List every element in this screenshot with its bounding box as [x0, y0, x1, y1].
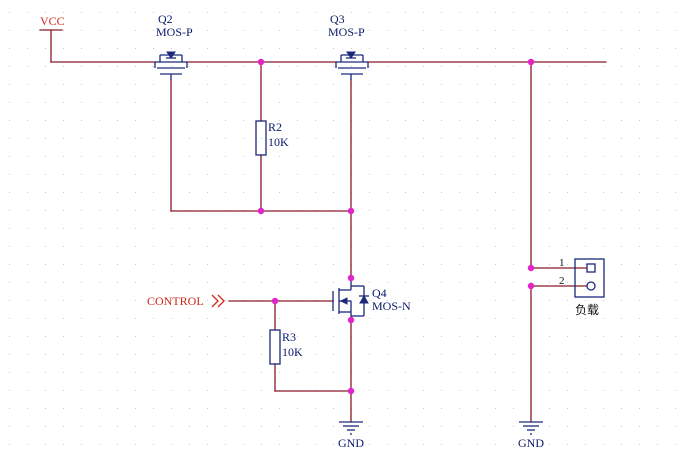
r3-value: 10K: [282, 345, 303, 359]
r2-resistor-symbol: R2 10K: [255, 120, 289, 156]
control-net-port: CONTROL: [147, 294, 225, 308]
q4-body-arrow: [339, 297, 348, 305]
load-connector-symbol: 1 2 负载: [559, 257, 605, 317]
junction-dot: [347, 207, 355, 215]
load-connector-body: [574, 258, 605, 298]
load-label: 负载: [575, 303, 599, 317]
control-port-chevron-2: [217, 294, 225, 308]
q2-pmos-symbol: Q2 MOS-P: [154, 12, 193, 80]
control-port-chevron-1: [211, 294, 219, 308]
q4-value: MOS-N: [372, 299, 411, 313]
junction-dot: [527, 282, 535, 290]
r2-ref: R2: [268, 120, 282, 134]
r2-body: [255, 120, 267, 156]
r2-value: 10K: [268, 135, 289, 149]
control-label: CONTROL: [147, 294, 204, 308]
q4-diode-arrow: [359, 294, 369, 304]
r3-body: [269, 329, 281, 365]
q3-pmos-symbol: Q3 MOS-P: [328, 12, 369, 80]
junction-dot: [527, 264, 535, 272]
q3-value: MOS-P: [328, 25, 365, 39]
junction-dots: [257, 58, 535, 395]
vcc-symbol: VCC: [39, 14, 65, 31]
wires: [50, 29, 607, 423]
gnd-label-right: GND: [518, 436, 544, 450]
junction-dot: [347, 274, 355, 282]
q4-nmos-symbol: Q4 MOS-N: [332, 278, 411, 320]
gnd-symbol-left: GND: [338, 421, 364, 450]
q2-ref: Q2: [158, 12, 173, 26]
load-pin1-square: [586, 263, 596, 273]
junction-dot: [347, 387, 355, 395]
r3-resistor-symbol: R3 10K: [269, 329, 303, 365]
r3-ref: R3: [282, 330, 296, 344]
grid-dots: [9, 12, 676, 445]
junction-dot: [257, 58, 265, 66]
q3-ref: Q3: [330, 12, 345, 26]
load-pin1-label: 1: [559, 257, 565, 269]
junction-dot: [527, 58, 535, 66]
vcc-label: VCC: [40, 14, 65, 28]
gnd-label-left: GND: [338, 436, 364, 450]
junction-dot: [271, 297, 279, 305]
q2-value: MOS-P: [156, 25, 193, 39]
q4-ref: Q4: [372, 286, 387, 300]
load-pin2-circle: [586, 281, 596, 291]
junction-dot: [257, 207, 265, 215]
gnd-symbol-right: GND: [518, 421, 544, 450]
load-pin2-label: 2: [559, 275, 565, 287]
junction-dot: [347, 316, 355, 324]
